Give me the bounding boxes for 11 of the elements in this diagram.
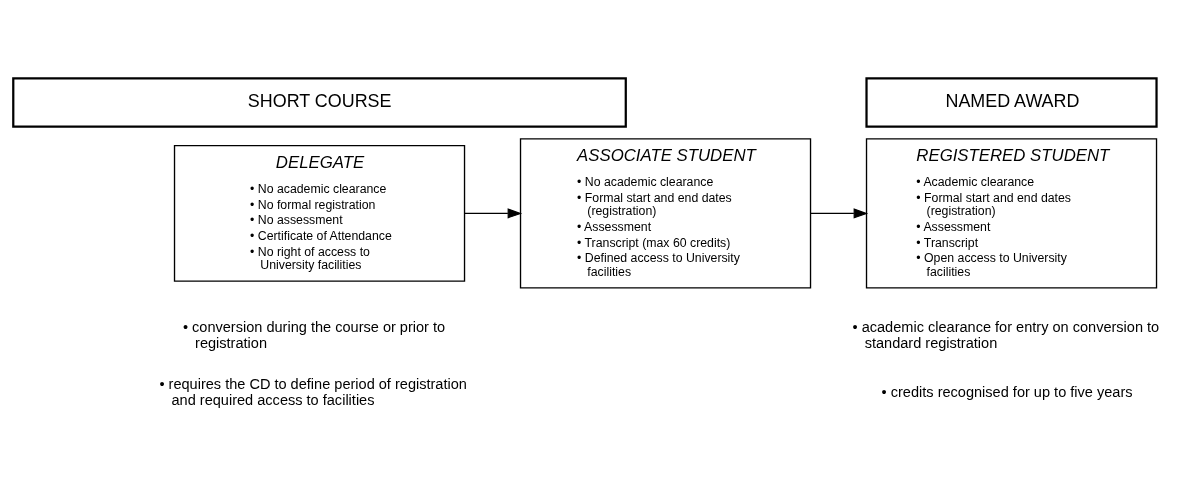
node-box: REGISTERED STUDENT • Academic clearance • Formal start and end dates (registration) • Assessment • Transcript • Open access to University facilities: [865, 138, 1158, 289]
label: • credits recognised for up to five years: [881, 383, 1133, 400]
label: • requires the CD to define period of registration and required access to facilities: [159, 376, 467, 408]
node-box: DELEGATE • No academic clearance • No formal registration • No assessment • Certificate of Attendance • No right of access to University facilities: [173, 145, 466, 282]
label: • conversion during the course or prior to registration: [182, 318, 446, 351]
node-box: NAMED AWARD: [865, 77, 1158, 128]
arrow: [810, 208, 869, 219]
arrow: [464, 208, 523, 219]
label: • academic clearance for entry on conversion to standard registration: [852, 318, 1160, 351]
node-box: SHORT COURSE: [12, 77, 627, 128]
node-box: ASSOCIATE STUDENT • No academic clearance • Formal start and end dates (registration) • Assessment • Transcript (max 60 credits) • Defined access to University facilities: [519, 138, 812, 289]
